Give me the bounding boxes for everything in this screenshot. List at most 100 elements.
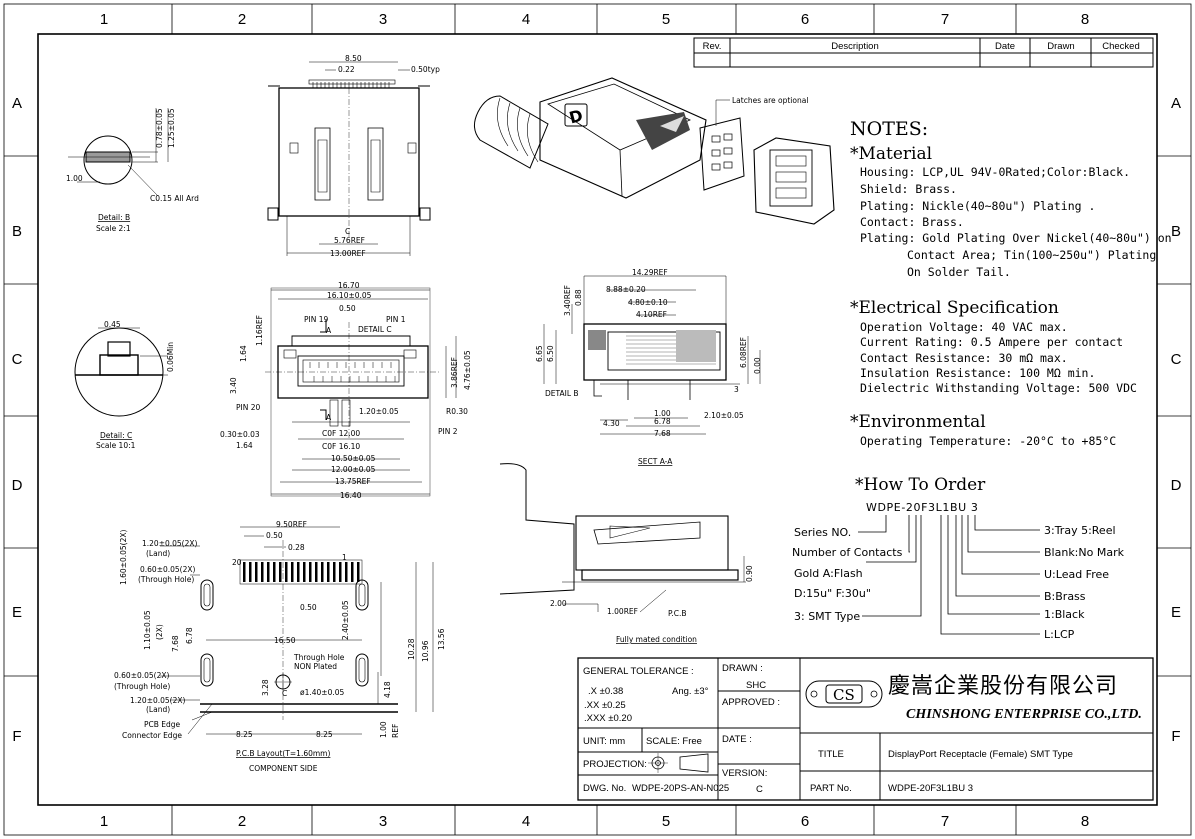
how-to-order: *How To Order WDPE-20F3L1BU 3 Series NO.…	[792, 475, 1125, 641]
top-dim-1300: 13.00REF	[330, 249, 366, 258]
detail-b-chamfer-note: C0.15 All Ard	[150, 194, 199, 203]
pcb-dim-120-land: 1.20±0.05(2X)	[142, 539, 198, 548]
pcb-land-label-bottom: (Land)	[146, 705, 170, 714]
company-name-chinese: 慶嵩企業股份有限公司	[888, 674, 1118, 699]
pcb-dim-028: 0.28	[288, 543, 305, 552]
sect-dim-1429: 14.29REF	[632, 268, 668, 277]
zone-col-7: 7	[941, 11, 949, 28]
section-mark-a-bottom: A	[326, 413, 332, 422]
sect-dim-665: 6.65	[535, 345, 544, 362]
pcb-dim-1028: 10.28	[407, 638, 416, 660]
revision-block: Rev. Description Date Drawn Checked	[693, 37, 1154, 68]
zone-row-f: F	[12, 728, 21, 745]
pcb-non-plated-label: NON Plated	[294, 662, 337, 671]
pcb-dim-dia140: ø1.40±0.05	[300, 688, 344, 697]
pcb-dim-110-2x: (2X)	[155, 624, 164, 640]
top-dim-576: 5.76REF	[334, 236, 365, 245]
detail-b-dim-125: 1.25±0.05	[167, 108, 176, 148]
zone-row-e-right: E	[1171, 604, 1181, 621]
detail-b-scale: Scale 2:1	[96, 224, 131, 233]
part-number-label: PART No.	[810, 783, 852, 794]
company-logo-text: CS	[833, 686, 855, 704]
pcb-land-label-top: (Land)	[146, 549, 170, 558]
material-line-6: Contact Area; Tin(100~250u") Plating	[907, 248, 1156, 262]
title-block: GENERAL TOLERANCE : .X ±0.38 Ang. ±3° .X…	[577, 657, 1154, 801]
sect-dim-100: 1.00	[654, 409, 671, 418]
pcb-dim-100: 1.00	[379, 721, 388, 738]
front-dim-030: 0.30±0.03	[220, 430, 260, 439]
approved-label: APPROVED :	[722, 697, 780, 708]
order-left-plating: D:15u" F:30u"	[794, 587, 871, 600]
zone-col-2: 2	[238, 11, 246, 28]
sect-dim-000: 0.00	[753, 357, 762, 374]
front-dim-476: 4.76±0.05	[463, 350, 472, 390]
electrical-line-1: Operation Voltage: 40 VAC max.	[860, 320, 1068, 334]
environmental-line-1: Operating Temperature: -20°C to +85°C	[860, 434, 1116, 448]
pcb-dim-328: 3.28	[261, 679, 270, 696]
company-name-english: CHINSHONG ENTERPRISE CO.,LTD.	[906, 707, 1142, 722]
pcb-dim-240: 2.40±0.05	[341, 600, 350, 640]
front-dim-1610: 16.10±0.05	[327, 291, 372, 300]
version-label: VERSION:	[722, 768, 767, 779]
pin1-label: PIN 1	[386, 315, 406, 324]
pcb-center-mark: C	[282, 689, 287, 698]
sect-dim-410: 4.10REF	[636, 310, 667, 319]
front-dim-164-bottom: 1.64	[236, 441, 253, 450]
pin2-label: PIN 2	[438, 427, 458, 436]
zone-row-d: D	[12, 477, 23, 494]
detail-c-scale: Scale 10:1	[96, 441, 136, 450]
zone-col-4-bottom: 4	[522, 813, 530, 830]
pcb-layout-title: P.C.B Layout(T=1.60mm)	[236, 749, 330, 758]
zone-col-8-bottom: 8	[1081, 813, 1089, 830]
zone-col-4: 4	[522, 11, 530, 28]
zone-col-1-bottom: 1	[100, 813, 108, 830]
mated-dim-100ref: 1.00REF	[607, 607, 638, 616]
zone-col-5-bottom: 5	[662, 813, 670, 830]
drawn-header: Drawn	[1047, 41, 1074, 52]
pcb-pin1: 1	[342, 553, 347, 562]
top-view: 8.50 0.22 0.50typ 5.76REF 13.00REF C	[267, 54, 440, 258]
material-line-3: Plating: Nickle(40~80u") Plating .	[860, 199, 1095, 213]
dwg-value: WDPE-20PS-AN-N025	[632, 783, 729, 794]
section-title: SECT A-A	[638, 457, 673, 466]
front-dim-c0f12: C0F 12.00	[322, 429, 360, 438]
tol-x: .X ±0.38	[588, 686, 623, 697]
zone-col-6: 6	[801, 11, 809, 28]
detail-c-dim-006: 0.06Min	[166, 342, 175, 372]
general-tolerance-label: GENERAL TOLERANCE :	[583, 666, 694, 677]
order-left-contacts: Number of Contacts	[792, 546, 903, 559]
drawn-value: SHC	[746, 680, 766, 691]
pcb-dim-1356: 13.56	[437, 628, 446, 650]
detail-b-view: 0.78±0.05 1.25±0.05 1.00 C0.15 All Ard D…	[66, 108, 199, 233]
environmental-title: *Environmental	[850, 412, 986, 432]
pcb-dim-950: 9.50REF	[276, 520, 307, 529]
zone-row-f-right: F	[1171, 728, 1180, 745]
checked-header: Checked	[1102, 41, 1140, 52]
order-left-series: Series NO.	[794, 526, 851, 539]
front-dim-116: 1.16REF	[255, 315, 264, 346]
scale-label: SCALE: Free	[646, 736, 702, 747]
pcb-dim-060-through: 0.60±0.05(2X)	[140, 565, 196, 574]
pcb-edge-label: PCB Edge	[144, 720, 181, 729]
tol-angle: Ang. ±3°	[672, 686, 709, 697]
description-header: Description	[831, 41, 879, 52]
fully-mated-view: 2.00 1.00REF 0.90 P.C.B Fully mated cond…	[499, 463, 754, 644]
pcb-layout-subtitle: COMPONENT SIDE	[249, 764, 318, 773]
tol-xxx: .XXX ±0.20	[584, 713, 632, 724]
front-dim-340: 3.40	[229, 377, 238, 394]
detail-c-view: 0.45 0.06Min Detail: C Scale 10:1	[74, 320, 175, 450]
front-dim-1200: 12.00±0.05	[331, 465, 376, 474]
electrical-line-3: Contact Resistance: 30 mΩ max.	[860, 351, 1068, 365]
sect-dim-678: 6.78	[654, 417, 671, 426]
date-label: DATE :	[722, 734, 752, 745]
front-dim-386: 3.86REF	[450, 357, 459, 388]
detail-c-dim-045: 0.45	[104, 320, 121, 329]
pcb-through-label-top: (Through Hole)	[138, 575, 194, 584]
detail-c-title: Detail: C	[100, 431, 132, 440]
electrical-title: *Electrical Specification	[850, 298, 1059, 318]
zone-row-c: C	[12, 351, 23, 368]
zone-col-1: 1	[100, 11, 108, 28]
isometric-illustration: D Latches are optional	[474, 77, 835, 225]
front-dim-164-top: 1.64	[239, 345, 248, 362]
sect-dim-888: 8.88±0.20	[606, 285, 646, 294]
